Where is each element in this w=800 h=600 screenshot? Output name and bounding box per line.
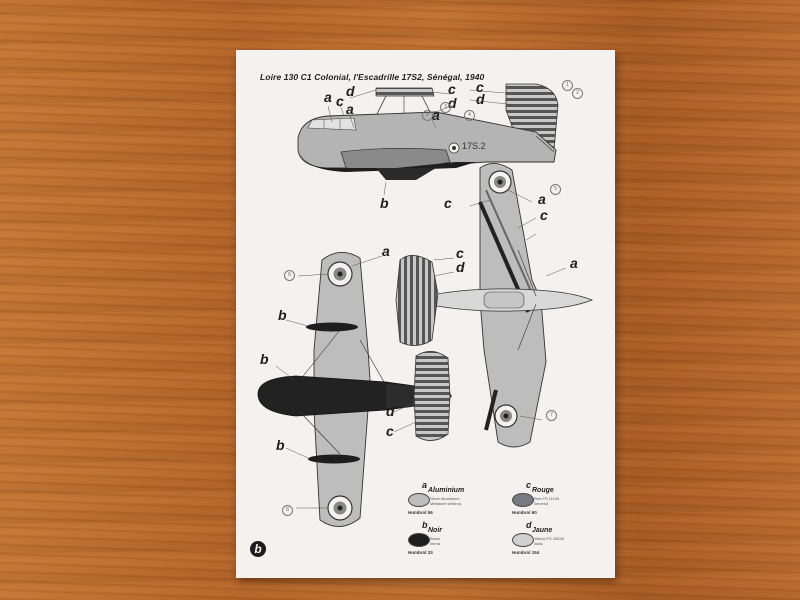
- decal-callout-8: 8: [282, 505, 293, 516]
- decal-callout-3: 3: [440, 102, 451, 113]
- decal-callout-6: 6: [284, 270, 295, 281]
- label-top-a2: a: [570, 255, 578, 271]
- label-tail-d: d: [476, 91, 485, 107]
- label-under-b3: b: [276, 437, 285, 453]
- decal-instruction-sheet: Loire 130 C1 Colonial, l'Escadrille 17S2…: [236, 50, 615, 578]
- aircraft-drawings: [257, 83, 594, 527]
- fuselage-code: 17S.2: [462, 141, 486, 151]
- manufacturer-logo: b: [250, 541, 266, 557]
- decal-callout-9: 9: [422, 110, 433, 121]
- side-upper-wing: [375, 87, 435, 97]
- swatch-aluminium: [408, 493, 430, 507]
- side-view: [297, 83, 559, 196]
- decal-callout-5: 5: [550, 184, 561, 195]
- decal-callout-4: 4: [464, 110, 475, 121]
- label-under-b2: b: [260, 351, 269, 367]
- label-top-a1: a: [538, 191, 546, 207]
- label-side-a2: a: [346, 101, 354, 117]
- label-top-c2: c: [540, 207, 548, 223]
- label-under-b1: b: [278, 307, 287, 323]
- label-side-a1: a: [324, 89, 332, 105]
- label-under-a: a: [382, 243, 390, 259]
- label-side-a3: a: [432, 107, 440, 123]
- decal-callout-7: 7: [546, 410, 557, 421]
- swatch-noir: [408, 533, 430, 547]
- top-plan-view: [395, 163, 594, 448]
- label-side-d1: d: [346, 83, 355, 99]
- label-side-d2: d: [448, 95, 457, 111]
- label-side-c2: c: [448, 81, 456, 97]
- swatch-rouge: [512, 493, 534, 507]
- label-top-c1: c: [444, 195, 452, 211]
- sheet-title: Loire 130 C1 Colonial, l'Escadrille 17S2…: [260, 72, 485, 82]
- swatch-jaune: [512, 533, 534, 547]
- label-tailplane-c: c: [456, 245, 464, 261]
- label-side-b1: b: [380, 195, 389, 211]
- decal-callout-1: 1: [562, 80, 573, 91]
- label-under-c: c: [386, 423, 394, 439]
- underside-plan-view: [257, 252, 452, 527]
- label-tail-c: c: [476, 79, 484, 95]
- label-tailplane-d: d: [456, 259, 465, 275]
- label-under-d: d: [386, 403, 395, 419]
- label-side-c1: c: [336, 93, 344, 109]
- decal-callout-2: 2: [572, 88, 583, 99]
